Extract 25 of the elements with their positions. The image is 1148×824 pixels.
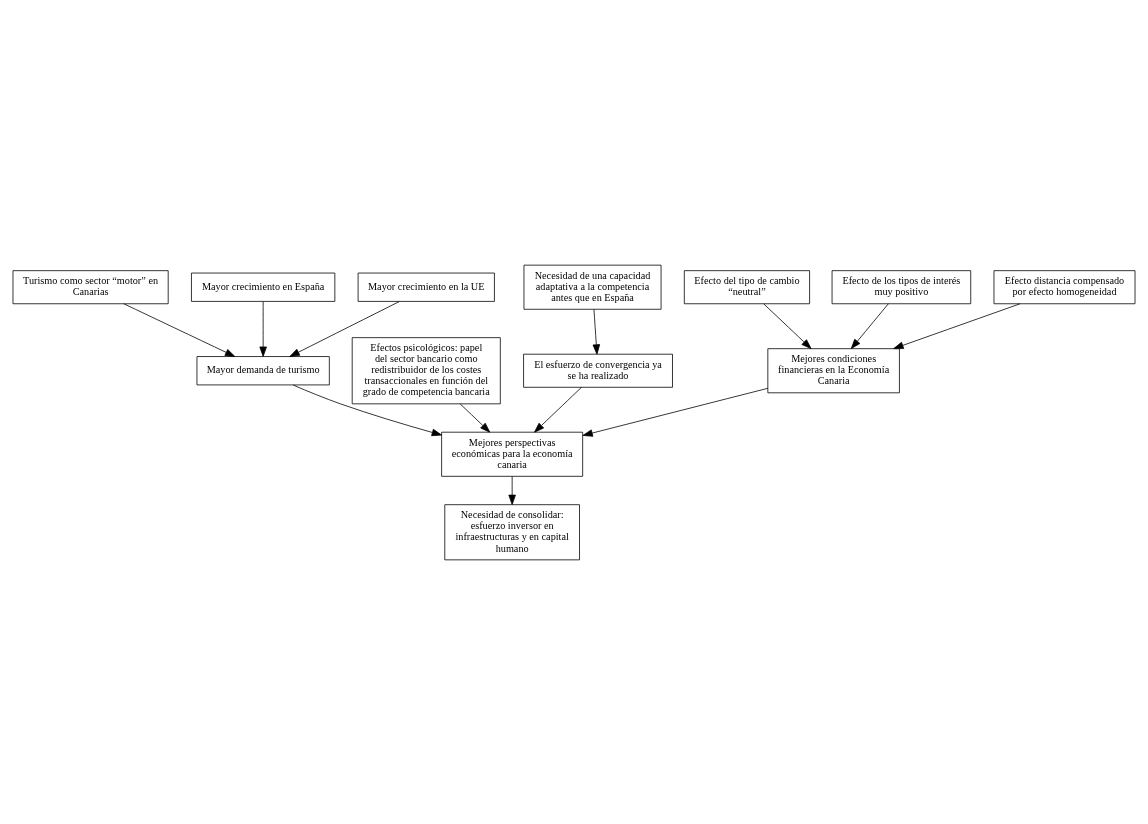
node-box: Efecto de los tipos de interés muy positivo [831,269,972,304]
arrow [459,403,491,433]
node-box: Necesidad de consolidar: esfuerzo inversor en infraestructuras y en capital humano [444,503,580,560]
node-box: Efecto distancia compensado por efecto homogeneidad [993,269,1136,304]
arrow [259,300,267,357]
arrow [508,475,516,505]
node-box: Mayor demanda de turismo [196,355,330,385]
arrow [850,302,889,349]
arrow [582,387,769,437]
arrow [289,300,400,357]
arrow [893,302,1021,349]
arrow [534,386,582,433]
node-box: Necesidad de una capacidad adaptativa a la competencia antes que en España [523,264,662,310]
node-box: Efecto del tipo de cambio “neutral” [683,269,810,304]
node-box: El esfuerzo de convergencia ya se ha realizado [523,353,673,388]
arrow [763,302,812,349]
node-box: Mejores condiciones financieras en la Economía Canaria [767,347,900,393]
node-box: Turismo como sector “motor” en Canarias [12,269,169,304]
node-box: Mayor crecimiento en España [191,272,336,302]
arrow [292,384,442,436]
arrow [592,308,601,355]
node-box: Efectos psicológicos: papel del sector bancario como redistribuidor de los costes transaccionales en función del grado de competencia bancaria [351,336,501,404]
node-box: Mayor crecimiento en la UE [357,272,495,302]
arrow [123,302,236,357]
node-box: Mejores perspectivas económicas para la economía canaria [441,431,584,477]
